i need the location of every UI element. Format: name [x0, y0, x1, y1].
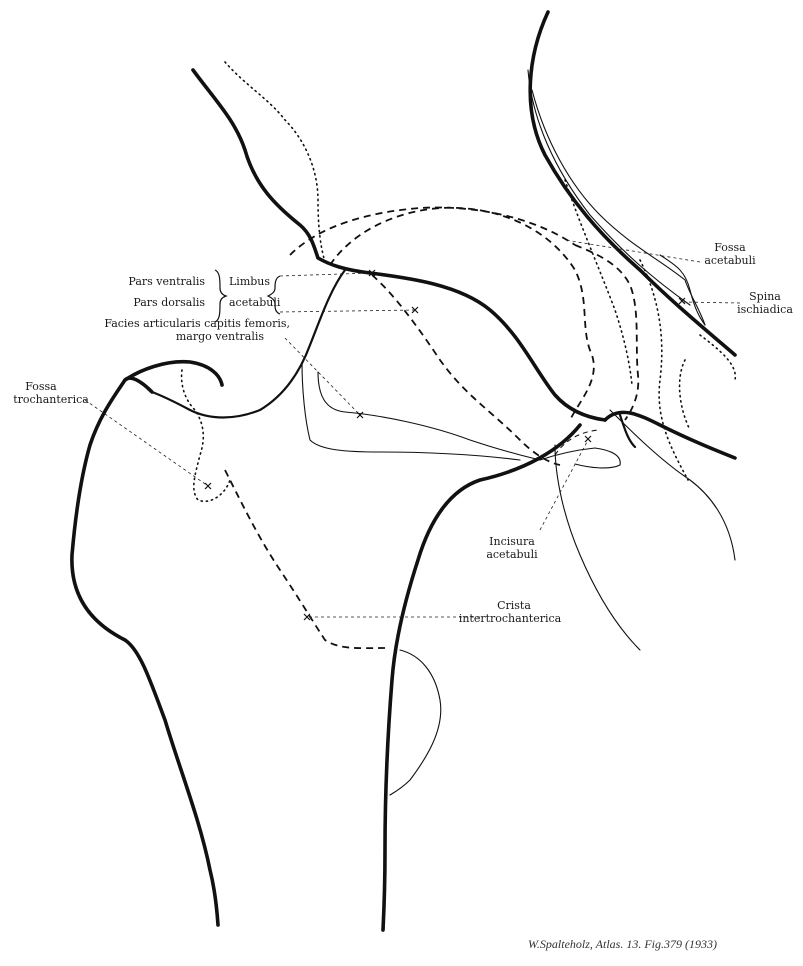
label-pars-ventralis: Pars ventralis: [128, 275, 205, 288]
brace-limbus: [266, 275, 281, 315]
label-spina-line1: Spina: [749, 290, 781, 303]
leader-pars-dorsalis: [279, 309, 416, 313]
pubis-dotted: [639, 259, 689, 481]
label-incisura-line2: acetabuli: [486, 548, 538, 561]
leader-pars-ventralis: [279, 272, 373, 277]
crista-intertrochanterica-dashed: [224, 469, 386, 650]
pelvis-right-contour: [528, 10, 737, 357]
spine-dotted-vertical: [564, 179, 633, 386]
figure-credit: W.Spalteholz, Atlas. 13. Fig.379 (1933): [528, 937, 717, 951]
femoral-neck-inner: [317, 371, 541, 461]
label-spina-line2: ischiadica: [737, 303, 793, 316]
label-fossa-trochanterica-line1: Fossa: [25, 380, 57, 393]
femoral-neck-upper: [150, 268, 347, 419]
label-facies-line2: margo ventralis: [175, 330, 264, 343]
leader-fossa-acetabuli: [564, 239, 701, 263]
incisura-acetabuli-curve-2: [554, 429, 599, 456]
acetabulum-dashed: [289, 206, 576, 256]
femoral-neck-lower: [301, 361, 521, 461]
label-crista-line2: intertrochanterica: [458, 612, 562, 625]
ischium-descending-2: [609, 409, 736, 561]
spina-ischiadica-outline: [659, 254, 706, 326]
label-fossa-trochanterica-line2: trochanterica: [13, 393, 89, 406]
leader-incisura: [539, 439, 589, 531]
label-limbus: Limbus: [229, 275, 271, 288]
leader-fossa-trochanterica: [84, 399, 209, 487]
pubis-dotted-2: [699, 334, 736, 381]
brace-pars: [214, 269, 228, 323]
leader-spina: [682, 301, 741, 304]
ilium-dotted-contour: [224, 61, 326, 263]
label-acetabuli: acetabuli: [229, 296, 281, 309]
femur-shaft-medial: [381, 423, 582, 932]
marker-limbus-dorsal: [411, 306, 419, 314]
greater-trochanter-top: [123, 359, 224, 387]
ilium-contour: [191, 68, 372, 275]
lesser-trochanter: [389, 649, 442, 796]
ischium-lower-contour: [603, 410, 737, 460]
incisura-acetabuli-curve: [539, 447, 621, 469]
pubis-dotted-3: [678, 359, 691, 431]
label-incisura-line1: Incisura: [489, 535, 535, 548]
marker-fossa-acetabuli: [678, 297, 686, 305]
fossa-trochanterica-dotted: [180, 369, 231, 502]
pelvis-inner-contour: [527, 69, 691, 306]
label-crista-line1: Crista: [497, 599, 531, 612]
limbus-acetabuli-rim: [368, 271, 607, 422]
greater-trochanter-outline: [70, 376, 220, 927]
label-fossa-acetabuli-line1: Fossa: [714, 241, 746, 254]
acetabular-inner-dashed: [371, 274, 561, 466]
leader-facies: [284, 337, 361, 416]
label-pars-dorsalis: Pars dorsalis: [133, 296, 205, 309]
femoral-head-outline: [329, 206, 595, 421]
ischium-descending: [554, 444, 641, 651]
label-facies-line1: Facies articularis capitis femoris,: [104, 317, 290, 330]
fossa-acetabuli-dashed: [574, 244, 640, 421]
marker-incisura: [584, 435, 592, 443]
label-fossa-acetabuli-line2: acetabuli: [704, 254, 756, 267]
ischium-notch: [618, 413, 637, 449]
marker-crista: [303, 613, 311, 621]
pelvis-inner-contour-2: [531, 89, 706, 326]
